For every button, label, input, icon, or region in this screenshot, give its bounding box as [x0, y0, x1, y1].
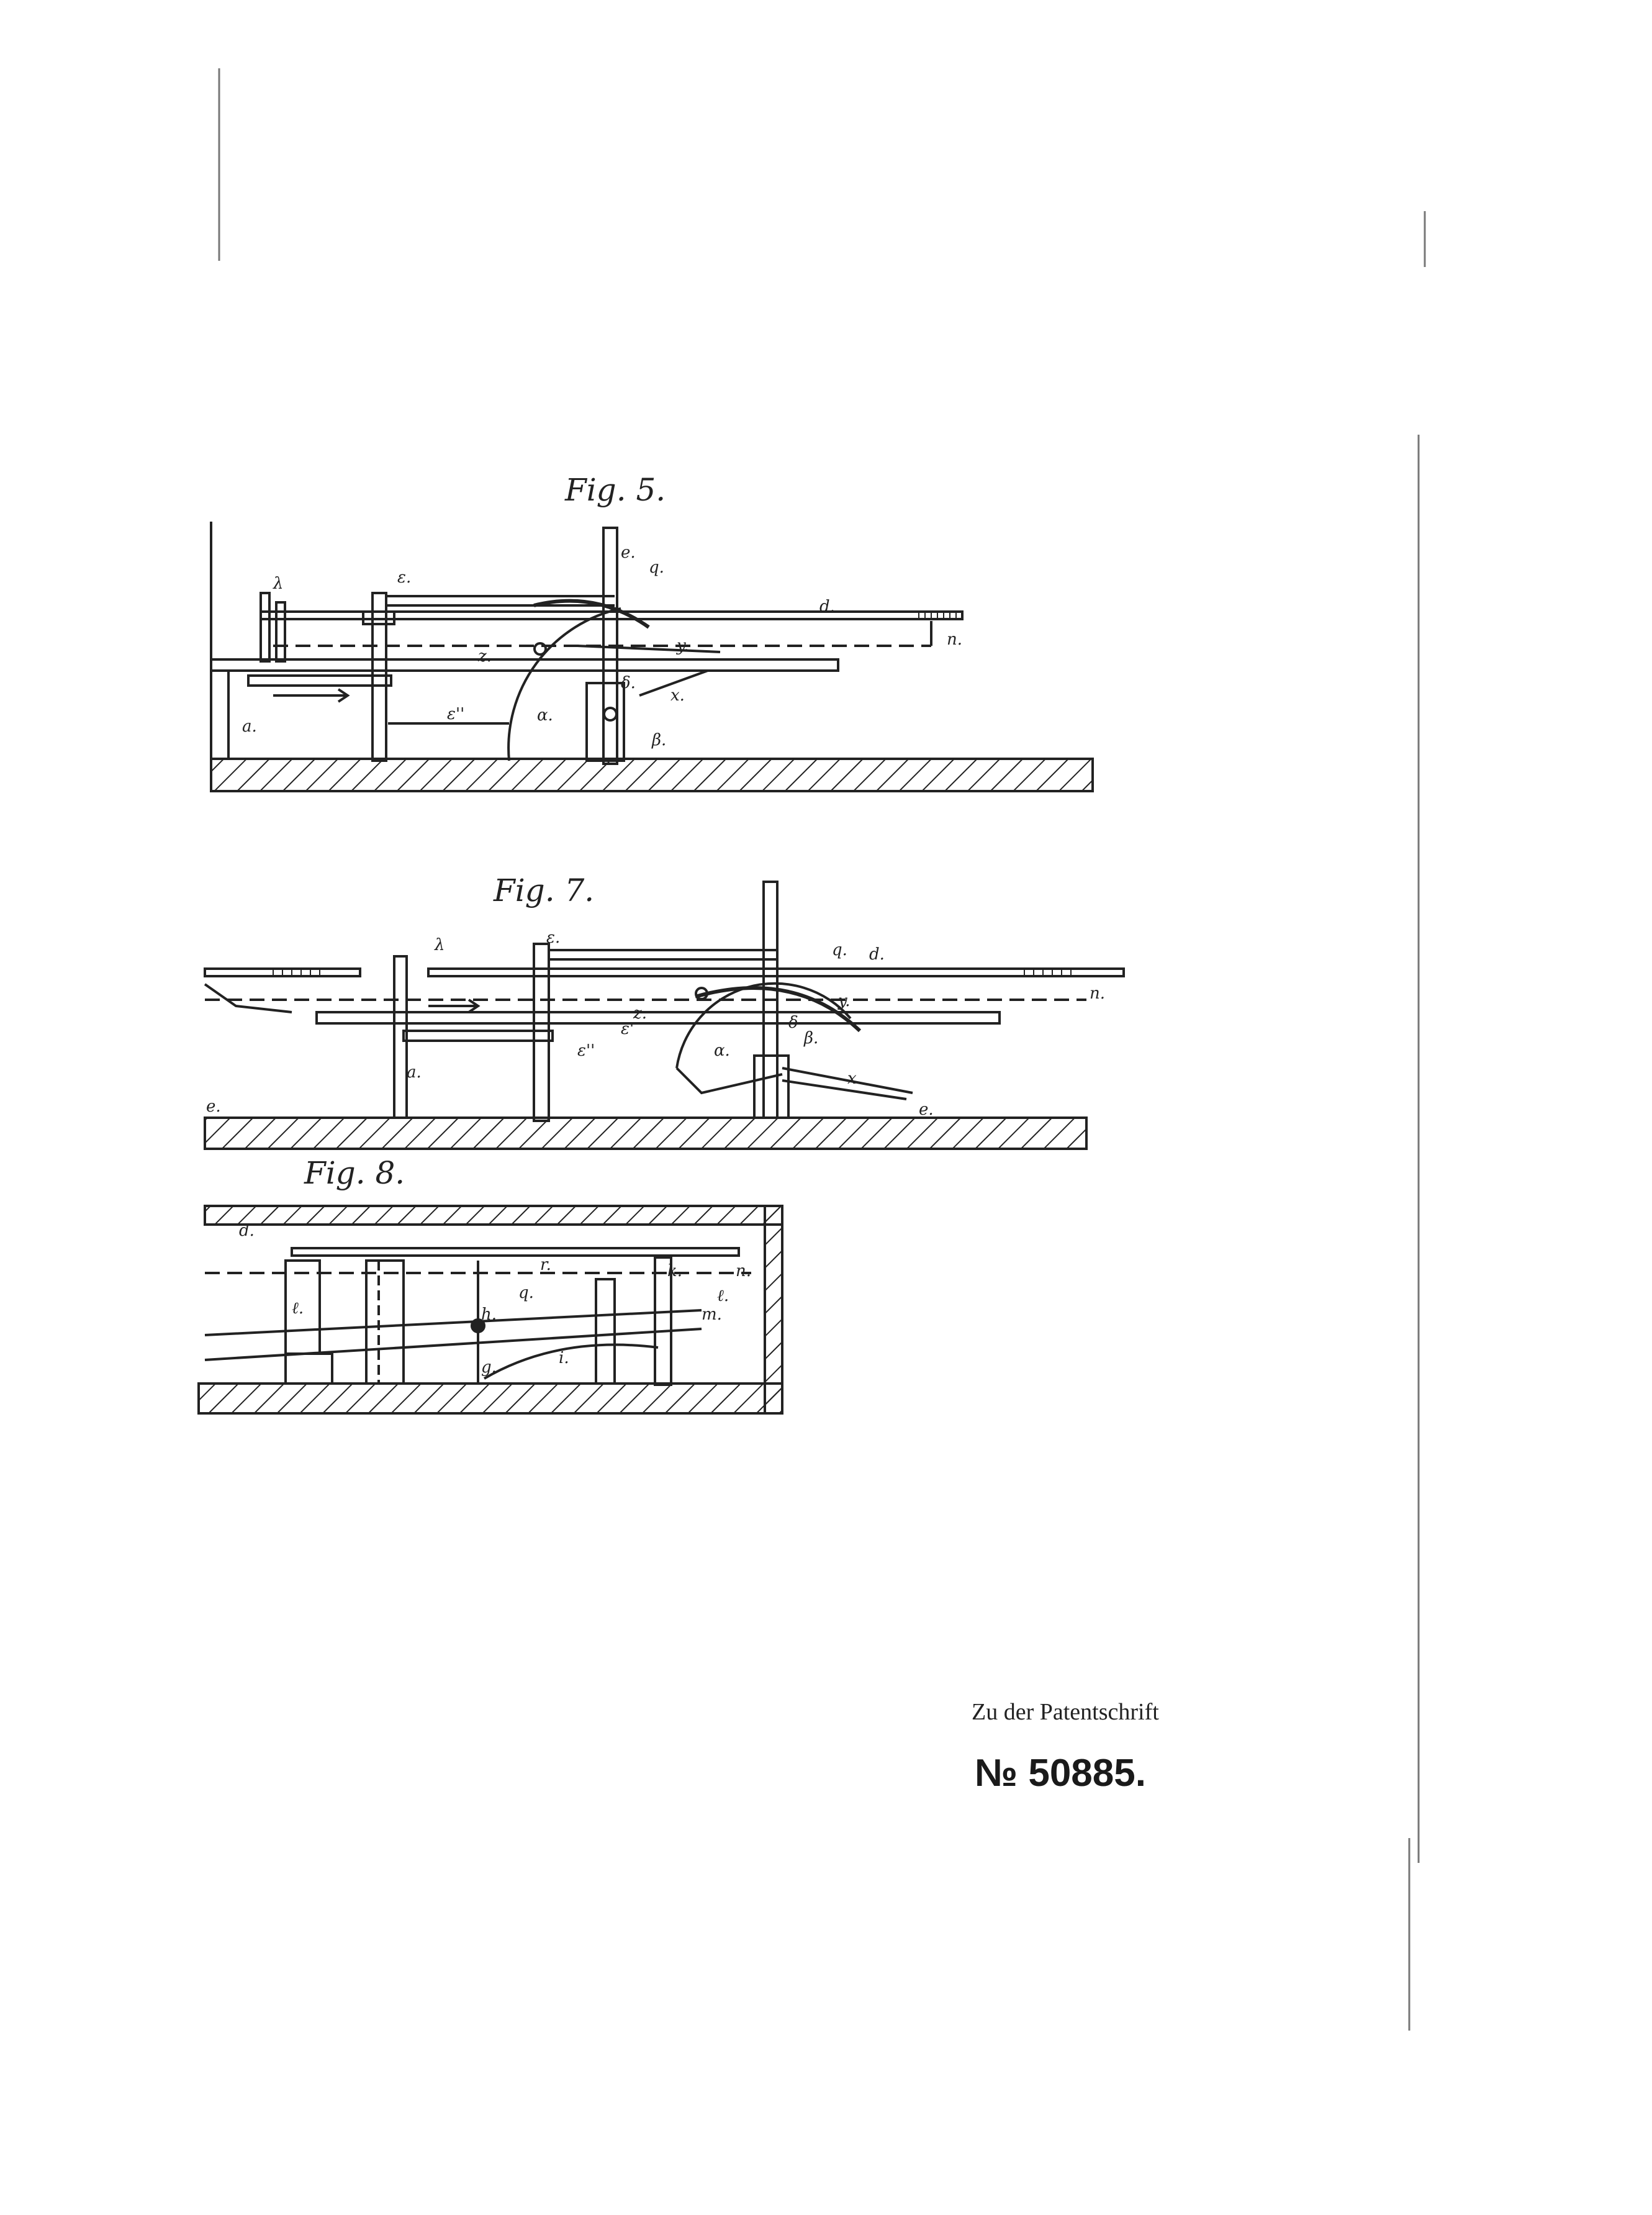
- fig5-label-epsilon: ε.: [397, 568, 411, 587]
- fig7-label-alpha: α.: [714, 1041, 730, 1060]
- fig8-curve: [483, 1343, 659, 1380]
- fig7-label-x: x.: [847, 1069, 862, 1088]
- fig8-top-hatch: [204, 1205, 783, 1226]
- fig8-label-d: d.: [239, 1221, 255, 1240]
- fig8-label-l-left: ℓ.: [292, 1299, 304, 1318]
- fig8-bottom-hatch: [197, 1382, 783, 1415]
- fig5-label-n: n.: [947, 630, 962, 649]
- caption-line: Zu der Patentschrift: [972, 1699, 1159, 1725]
- fig7-rack-teeth: [273, 969, 1072, 976]
- fig8-rack: [291, 1247, 740, 1257]
- fig5-label-q: q.: [649, 558, 664, 577]
- fig8-label-m: m.: [702, 1305, 722, 1324]
- fig5-label-a: a.: [242, 717, 257, 736]
- fig5-label-alpha: α.: [537, 706, 553, 725]
- fig5-wheel-sector: [507, 607, 621, 761]
- fig7-label-lambda: λ: [434, 936, 445, 954]
- fig7-label-epsilon2: ε'': [577, 1041, 595, 1060]
- fig7-label-epsilon: ε.: [546, 928, 560, 947]
- fig7-label-q: q.: [832, 941, 847, 959]
- fig8-label-r: r.: [540, 1256, 551, 1274]
- fig5-drawing: λ ε. e. q. d. n. z. y. x. α. ε'' δ. β. a…: [210, 522, 1094, 792]
- fig5-label-lambda: λ: [273, 574, 283, 593]
- fig8-label-l-right: ℓ.: [717, 1287, 729, 1305]
- fig5-ground: [210, 758, 1094, 792]
- fig8-label-g: g.: [481, 1358, 497, 1377]
- fig5-label-d: d.: [819, 597, 835, 616]
- fig5-label-delta: δ.: [621, 674, 636, 692]
- fig8-right-wall: [764, 1205, 783, 1415]
- fig8-label-i: i.: [559, 1349, 569, 1367]
- fig5-title: Fig. 5.: [565, 472, 666, 508]
- fig5-worm: [247, 674, 392, 687]
- fig8-label-n: n.: [736, 1262, 751, 1280]
- fig7-label-delta: δ: [788, 1013, 798, 1032]
- fig7-drawing: λ ε. q. d. n. z. y. α. β. x. δ ε' ε'' a.…: [204, 881, 1125, 1150]
- scan-edge-marks: [218, 68, 1426, 2031]
- fig5-post: [371, 592, 387, 762]
- fig5-label-beta: β.: [651, 731, 666, 750]
- fig7-label-a: a.: [407, 1063, 422, 1082]
- fig7-label-epsilon1: ε': [621, 1020, 634, 1038]
- fig5-label-e: e.: [621, 543, 636, 562]
- fig7-title: Fig. 7.: [494, 872, 595, 908]
- patent-number: № 50885.: [975, 1752, 1146, 1795]
- fig7-label-e-right: e.: [919, 1100, 934, 1119]
- fig5-label-epsilon2: ε'': [447, 705, 464, 723]
- fig8-label-q: q.: [518, 1284, 534, 1302]
- fig7-label-y: y.: [837, 992, 851, 1010]
- fig7-label-z: z.: [633, 1004, 647, 1023]
- fig7-shaft: [315, 1011, 1001, 1025]
- fig7-ground: [204, 1117, 1088, 1150]
- fig5-shaft: [210, 658, 839, 672]
- fig5-rack-teeth: [918, 612, 957, 619]
- fig7-label-e-left: e.: [206, 1097, 221, 1116]
- fig7-post: [533, 943, 550, 1122]
- fig7-label-beta: β.: [803, 1029, 818, 1048]
- fig8-drawing: d. r. ℓ. q. h. g. i. k. n. m. ℓ.: [197, 1205, 783, 1415]
- fig7-label-n: n.: [1090, 984, 1105, 1003]
- fig7-worm: [402, 1030, 554, 1042]
- fig5-label-z: z.: [477, 647, 492, 666]
- fig5-label-x: x.: [670, 686, 685, 705]
- fig8-label-k: k.: [667, 1262, 682, 1280]
- fig8-title: Fig. 8.: [304, 1155, 405, 1191]
- fig7-label-d: d.: [869, 945, 885, 964]
- fig5-label-y: y.: [676, 636, 689, 655]
- fig8-label-h: h.: [481, 1305, 497, 1324]
